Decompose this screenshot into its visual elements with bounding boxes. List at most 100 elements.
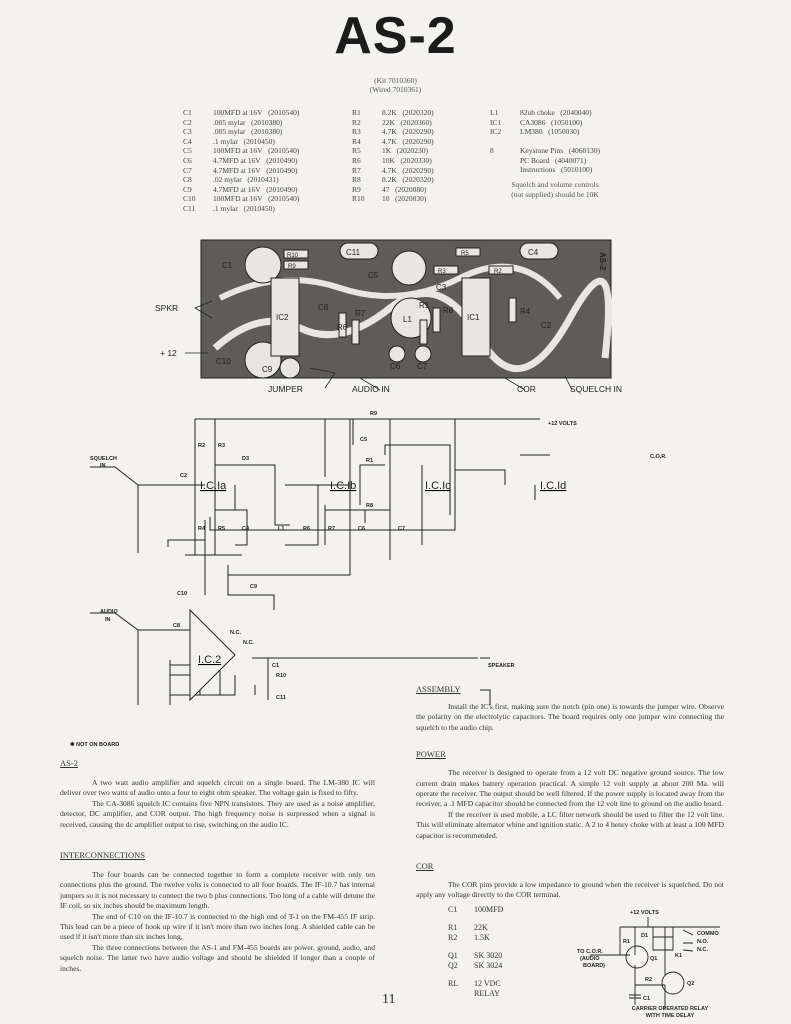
part-desc: PC Board (4040071) bbox=[520, 155, 587, 165]
page-title: AS-2 bbox=[334, 7, 457, 65]
spkr-callout: SPKR bbox=[155, 303, 178, 313]
part-label: R9 bbox=[370, 411, 377, 417]
part-row: C4.1 mylar (2010450) bbox=[183, 137, 299, 147]
part-ref: C2 bbox=[183, 117, 192, 127]
part-ref: C10 bbox=[183, 194, 196, 204]
pcb-label: R1 bbox=[419, 301, 430, 310]
paragraph: If the receiver is used mobile, a LC fil… bbox=[416, 809, 724, 840]
part-desc: 82uh choke (2040040) bbox=[520, 108, 592, 117]
pcb-label: C8 bbox=[318, 303, 329, 312]
part-ref: RL bbox=[448, 978, 459, 988]
plus12-callout: + 12 bbox=[160, 348, 177, 358]
pcb-label: R4 bbox=[520, 307, 531, 316]
part-label: C6 bbox=[358, 526, 365, 532]
part-ref: R8 bbox=[352, 175, 361, 185]
part-label: C11 bbox=[276, 695, 286, 701]
contact-label: N.O. bbox=[697, 939, 709, 945]
part-label: C1 bbox=[272, 663, 279, 669]
part-ref: C6 bbox=[183, 155, 192, 165]
part-label: R5 bbox=[218, 526, 225, 532]
part-label: R7 bbox=[328, 526, 335, 532]
cor-callout: COR bbox=[517, 384, 536, 394]
ic1d-label: I.C.Id bbox=[540, 480, 566, 492]
squelch-in-callout: SQUELCH IN bbox=[570, 384, 622, 394]
part-label: D3 bbox=[242, 456, 249, 462]
schematic-diagram: I.C.Ia I.C.Ib I.C.Ic I.C.Id I.C.2 +12 VO… bbox=[70, 411, 667, 748]
ic1b-label: I.C.Ib bbox=[330, 480, 356, 492]
part-ref: C1 bbox=[183, 108, 192, 117]
part-desc: Instructions (5010100) bbox=[520, 165, 593, 175]
speaker-label: SPEAKER bbox=[488, 663, 515, 669]
part-label: C8 bbox=[173, 623, 180, 629]
part-ref: Q2 bbox=[448, 961, 458, 970]
caption-line: WITH TIME DELAY bbox=[645, 1013, 695, 1019]
part-ref: R1 bbox=[448, 922, 458, 932]
part-desc: 100MFD at 16V (2010540) bbox=[213, 146, 300, 156]
right-column: ASSEMBLY Install the IC's first, making … bbox=[416, 684, 724, 901]
part-desc: 100MFD bbox=[474, 905, 504, 914]
part-label: C7 bbox=[398, 526, 405, 532]
pcb-label: C7 bbox=[417, 362, 428, 371]
audio-in-label: IN bbox=[105, 617, 111, 623]
part-desc: 4.7K (2020290) bbox=[382, 165, 434, 175]
part-row: RL 12 VDC bbox=[448, 979, 503, 990]
note-line: Squelch and volume controls bbox=[511, 180, 599, 189]
part-desc: 100MFD at 16V (2010540) bbox=[213, 108, 300, 117]
part-row: C1 100MFD at 16V (2010540) bbox=[183, 108, 299, 118]
part-ref: C4 bbox=[183, 136, 192, 146]
part-desc: 4.7MFD at 16V (2010490) bbox=[213, 155, 298, 165]
pcb-label: R7 bbox=[355, 309, 366, 318]
pcb-label: C10 bbox=[216, 357, 231, 366]
part-desc: .005 mylar (2010380) bbox=[213, 127, 283, 137]
part-desc: 47 (2020080) bbox=[382, 184, 427, 194]
part-label: C2 bbox=[180, 473, 187, 479]
part-desc: 1K (2020230) bbox=[382, 146, 429, 156]
part-label: R2 bbox=[645, 977, 652, 983]
cor-label: C.O.R. bbox=[650, 454, 667, 460]
part-row: C11.1 mylar (2010450) bbox=[183, 204, 299, 214]
nc-label: N.C. bbox=[243, 640, 254, 646]
pcb-label: R3 bbox=[438, 269, 446, 275]
part-ref: C3 bbox=[183, 127, 192, 137]
squelch-in-label: SQUELCH bbox=[90, 456, 117, 462]
cor-relay-diagram: +12 VOLTS TO C.O.R. (AUDIO BOARD) R1 Q1 … bbox=[577, 910, 720, 1010]
section-heading: POWER bbox=[416, 749, 446, 760]
cor-caption: CARRIER OPERATED RELAY WITH TIME DELAY bbox=[615, 1006, 725, 1020]
page-number: 11 bbox=[382, 992, 396, 1007]
part-label: C1 bbox=[643, 996, 650, 1002]
paragraph: The end of C10 on the IF-10.7 is connect… bbox=[60, 911, 375, 942]
controls-note: Squelch and volume controls (not supplie… bbox=[490, 180, 620, 199]
part-desc: .1 mylar (2010450) bbox=[213, 203, 275, 213]
contact-label: N.C. bbox=[697, 947, 708, 953]
part-row: RELAY bbox=[448, 989, 503, 1000]
part-label: R1 bbox=[366, 458, 373, 464]
part-desc: 10K (2020330) bbox=[382, 155, 432, 165]
section-heading: INTERCONNECTIONS bbox=[60, 850, 145, 861]
pcb-layout-drawing: C1 R10 R9 C11 C5 R5 C4 R3 R2 C3 IC2 C8 R… bbox=[155, 239, 622, 394]
part-desc: 12 VDC bbox=[474, 978, 501, 988]
part-desc: .02 mylar (2010431) bbox=[213, 175, 279, 185]
caption-line: CARRIER OPERATED RELAY bbox=[631, 1006, 709, 1012]
part-row: R2 1.5K bbox=[448, 933, 503, 944]
part-desc: 8.2K (2020320) bbox=[382, 108, 434, 117]
part-desc: 10 (2020030) bbox=[382, 194, 427, 204]
part-desc: 1.5K bbox=[474, 933, 490, 942]
part-ref: R2 bbox=[448, 933, 458, 942]
part-label: R6 bbox=[303, 526, 310, 532]
capacitor-list: C1 100MFD at 16V (2010540) C2 .005 mylar (2… bbox=[183, 108, 299, 214]
to-cor-label: (AUDIO bbox=[580, 956, 600, 962]
pcb-label: C4 bbox=[528, 248, 539, 257]
part-ref bbox=[490, 156, 520, 166]
paragraph: The COR pins provide a low impedance to … bbox=[416, 880, 724, 900]
not-on-board-legend: ✱ NOT ON BOARD bbox=[70, 741, 119, 748]
jumper-callout: JUMPER bbox=[268, 384, 303, 394]
